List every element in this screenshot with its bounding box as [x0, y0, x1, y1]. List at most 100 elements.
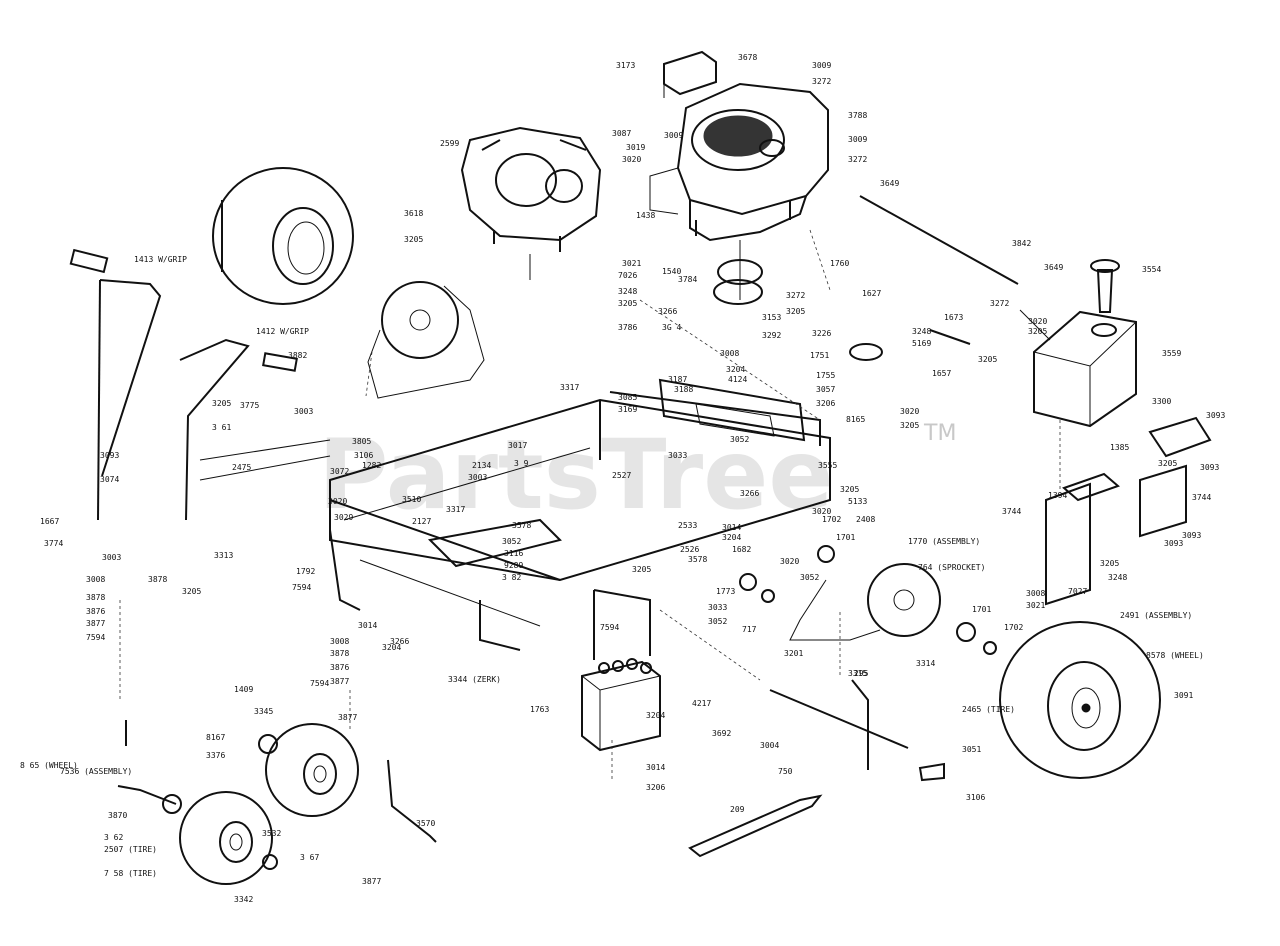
part-number-label: 209 — [730, 805, 745, 814]
part-number-label: 3204 — [646, 711, 665, 720]
part-number-label: 3169 — [618, 405, 637, 414]
part-number-label: 3292 — [762, 331, 781, 340]
part-number-label: 1702 — [822, 515, 841, 524]
part-number-label: 2533 — [678, 521, 697, 530]
part-number-label: 3020 — [780, 557, 799, 566]
part-number-label: 3093 — [1200, 463, 1219, 472]
part-number-label: 3649 — [1044, 263, 1063, 272]
part-number-label: 3266 — [740, 489, 759, 498]
part-number-label: 8165 — [846, 415, 865, 424]
part-number-label: 2475 — [232, 463, 251, 472]
part-number-label: 3248 — [912, 327, 931, 336]
transmission — [460, 126, 602, 280]
part-number-label: 1702 — [1004, 623, 1023, 632]
part-number-label: 3205 — [1100, 559, 1119, 568]
part-number-label: 3317 — [446, 505, 465, 514]
part-number-label: 1540 — [662, 267, 681, 276]
part-number-label: 2527 — [612, 471, 631, 480]
battery — [581, 589, 661, 752]
part-number-label: 3205 — [900, 421, 919, 430]
part-number-label: 3205 — [618, 299, 637, 308]
part-number-label: 3057 — [816, 385, 835, 394]
part-number-label: 3248 — [1108, 573, 1127, 582]
part-number-label: 3205 — [632, 565, 651, 574]
part-number-label: 1667 — [40, 517, 59, 526]
part-number-label: 9289 — [504, 561, 523, 570]
part-number-label: 3003 — [102, 553, 121, 562]
part-number-label: 2507 (TIRE) — [104, 845, 157, 854]
part-number-label: 1673 — [944, 313, 963, 322]
part-number-label: 4217 — [692, 699, 711, 708]
part-number-label: 3116 — [504, 549, 523, 558]
part-number-label: 3554 — [1142, 265, 1161, 274]
part-number-label: 3226 — [812, 329, 831, 338]
part-number-label: 3091 — [1174, 691, 1193, 700]
part-number-label: 3106 — [966, 793, 985, 802]
part-number-label: 3003 — [294, 407, 313, 416]
part-number-label: 3072 — [330, 467, 349, 476]
part-number-label: 3842 — [1012, 239, 1031, 248]
part-number-label: 2599 — [440, 139, 459, 148]
part-number-label: 3618 — [404, 209, 423, 218]
part-number-label: 3510 — [402, 495, 421, 504]
part-number-label: 1657 — [932, 369, 951, 378]
part-number-label: 3 9 — [514, 459, 529, 468]
part-number-label: 3692 — [712, 729, 731, 738]
part-number-label: 3300 — [1152, 397, 1171, 406]
part-number-label: 3206 — [816, 399, 835, 408]
part-number-label: 3786 — [618, 323, 637, 332]
part-number-label: 2408 — [856, 515, 875, 524]
part-number-label: 3188 — [674, 385, 693, 394]
part-number-label: 1755 — [816, 371, 835, 380]
part-number-label: 3788 — [848, 111, 867, 120]
part-number-label: 3272 — [812, 77, 831, 86]
part-number-label: 3014 — [646, 763, 665, 772]
part-number-label: 3204 — [722, 533, 741, 542]
part-number-label: 3205 — [1158, 459, 1177, 468]
part-number-label: 3649 — [880, 179, 899, 188]
part-number-label: 3376 — [206, 751, 225, 760]
part-number-label: 1770 (ASSEMBLY) — [908, 537, 980, 546]
part-number-label: 3G 4 — [662, 323, 681, 332]
part-number-label: 3678 — [738, 53, 757, 62]
part-number-label: 3877 — [86, 619, 105, 628]
part-number-label: 3345 — [254, 707, 273, 716]
part-number-label: 3314 — [916, 659, 935, 668]
drive-belt — [688, 794, 823, 858]
part-number-label: 3021 — [622, 259, 641, 268]
part-number-label: 3877 — [330, 677, 349, 686]
part-number-label: 3266 — [658, 307, 677, 316]
part-number-label: 5169 — [912, 339, 931, 348]
part-number-label: 3555 — [818, 461, 837, 470]
part-number-label: 3317 — [560, 383, 579, 392]
part-number-label: 1413 W/GRIP — [134, 255, 187, 264]
leader-lines — [119, 229, 1061, 780]
part-number-label: 3205 — [840, 485, 859, 494]
watermark: PartsTree — [318, 419, 833, 531]
part-number-label: 2465 (TIRE) — [962, 705, 1015, 714]
part-number-label: 3020 — [900, 407, 919, 416]
part-number-label: 3 67 — [300, 853, 319, 862]
part-number-label: 3008 — [86, 575, 105, 584]
part-number-label: 3774 — [44, 539, 63, 548]
part-number-label: 3106 — [354, 451, 373, 460]
part-number-label: 3093 — [100, 451, 119, 460]
part-number-label: 3021 — [1026, 601, 1045, 610]
part-number-label: 2526 — [680, 545, 699, 554]
control-handles — [69, 248, 298, 521]
part-number-label: 3003 — [468, 473, 487, 482]
part-number-label: 3009 — [848, 135, 867, 144]
part-number-label: 3052 — [502, 537, 521, 546]
right-bracket — [1045, 416, 1212, 606]
part-number-label: 3008 — [1026, 589, 1045, 598]
part-number-label: 3532 — [262, 829, 281, 838]
part-number-label: 3014 — [722, 523, 741, 532]
part-number-label: 3205 — [786, 307, 805, 316]
part-number-label: 3052 — [708, 617, 727, 626]
rear-right-tire — [999, 621, 1161, 779]
part-number-label: 3017 — [508, 441, 527, 450]
part-number-label: 3009 — [812, 61, 831, 70]
part-number-label: 8 65 (WHEEL) — [20, 761, 78, 770]
